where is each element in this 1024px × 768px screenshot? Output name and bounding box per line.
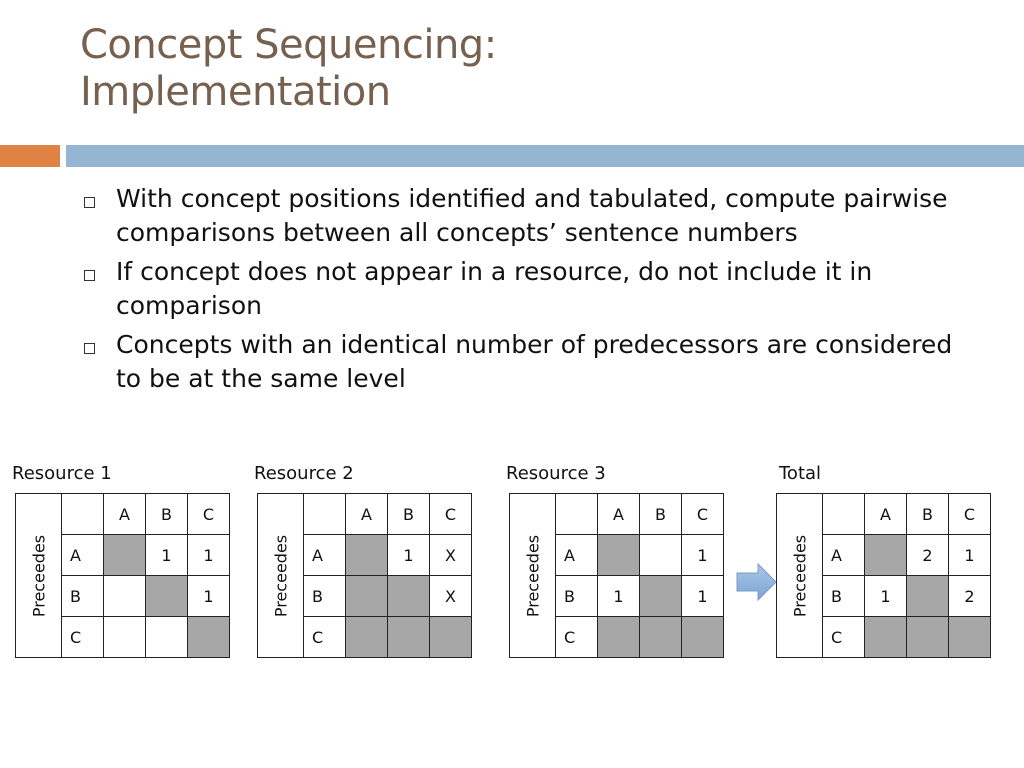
- matrix-cell: [639, 534, 682, 576]
- matrix-cell: [597, 616, 640, 658]
- accent-bar-orange: [0, 145, 60, 167]
- right-arrow-icon: [736, 562, 777, 602]
- slide-title: Concept Sequencing: Implementation: [80, 22, 497, 116]
- matrix-cell: [103, 575, 146, 617]
- matrix-cell: [103, 616, 146, 658]
- resource-2-matrix: Preceedes A B C A 1 X B X C: [257, 493, 472, 658]
- row-header: C: [555, 616, 598, 658]
- col-header: B: [145, 493, 188, 535]
- resource-3-matrix: Preceedes A B C A 1 B 1 1 C: [509, 493, 724, 658]
- col-header: A: [864, 493, 907, 535]
- accent-bar-blue: [66, 145, 1024, 167]
- matrix-cell: [906, 616, 949, 658]
- row-header: B: [61, 575, 104, 617]
- row-header: A: [555, 534, 598, 576]
- matrix-cell: X: [429, 575, 472, 617]
- corner-cell: [303, 493, 346, 535]
- resource-1-matrix: Preceedes A B C A 1 1 B 1 C: [15, 493, 230, 658]
- matrix-cell: [345, 575, 388, 617]
- matrix-cell: 2: [948, 575, 991, 617]
- row-header: B: [822, 575, 865, 617]
- title-line-1: Concept Sequencing:: [80, 22, 497, 68]
- matrix-cell: [639, 575, 682, 617]
- col-header: A: [597, 493, 640, 535]
- matrix-cell: [681, 616, 724, 658]
- corner-cell: [61, 493, 104, 535]
- bullet-item: Concepts with an identical number of pre…: [78, 328, 978, 396]
- resource-1-label: Resource 1: [12, 463, 112, 484]
- col-header: B: [387, 493, 430, 535]
- matrix-cell: [103, 534, 146, 576]
- bullet-text: With concept positions identified and ta…: [116, 184, 948, 247]
- total-label: Total: [779, 463, 822, 484]
- matrix-cell: [639, 616, 682, 658]
- matrix-cell: [597, 534, 640, 576]
- row-header: A: [61, 534, 104, 576]
- matrix-cell: [948, 616, 991, 658]
- matrix-cell: [145, 616, 188, 658]
- preceedes-label: Preceedes: [523, 534, 542, 617]
- matrix-cell: [345, 616, 388, 658]
- bullet-item: If concept does not appear in a resource…: [78, 255, 978, 323]
- matrix-cell: [429, 616, 472, 658]
- preceedes-axis-cell: Preceedes: [257, 493, 304, 658]
- preceedes-label: Preceedes: [790, 534, 809, 617]
- col-header: C: [948, 493, 991, 535]
- resource-2-label: Resource 2: [254, 463, 354, 484]
- matrix-cell: 2: [906, 534, 949, 576]
- row-header: A: [303, 534, 346, 576]
- row-header: B: [555, 575, 598, 617]
- row-header: C: [303, 616, 346, 658]
- matrix-cell: [145, 575, 188, 617]
- bullet-item: With concept positions identified and ta…: [78, 182, 978, 250]
- matrix-cell: 1: [948, 534, 991, 576]
- matrix-cell: [345, 534, 388, 576]
- row-header: A: [822, 534, 865, 576]
- row-header: B: [303, 575, 346, 617]
- col-header: A: [103, 493, 146, 535]
- col-header: B: [906, 493, 949, 535]
- corner-cell: [822, 493, 865, 535]
- matrix-cell: 1: [864, 575, 907, 617]
- matrix-cell: 1: [597, 575, 640, 617]
- matrix-cell: X: [429, 534, 472, 576]
- matrix-cell: [387, 575, 430, 617]
- square-bullet-icon: [84, 270, 95, 281]
- matrix-cell: [387, 616, 430, 658]
- col-header: C: [187, 493, 230, 535]
- col-header: C: [681, 493, 724, 535]
- matrix-cell: 1: [387, 534, 430, 576]
- square-bullet-icon: [84, 343, 95, 354]
- matrix-cell: [864, 534, 907, 576]
- row-header: C: [822, 616, 865, 658]
- title-line-2: Implementation: [80, 69, 391, 115]
- matrix-cell: 1: [187, 575, 230, 617]
- preceedes-axis-cell: Preceedes: [776, 493, 823, 658]
- bullet-text: Concepts with an identical number of pre…: [116, 330, 953, 393]
- matrix-cell: [864, 616, 907, 658]
- corner-cell: [555, 493, 598, 535]
- matrix-cell: 1: [681, 534, 724, 576]
- matrix-cell: 1: [187, 534, 230, 576]
- matrix-cell: 1: [145, 534, 188, 576]
- preceedes-label: Preceedes: [29, 534, 48, 617]
- col-header: B: [639, 493, 682, 535]
- preceedes-axis-cell: Preceedes: [15, 493, 62, 658]
- preceedes-label: Preceedes: [271, 534, 290, 617]
- total-matrix: Preceedes A B C A 2 1 B 1 2 C: [776, 493, 991, 658]
- preceedes-axis-cell: Preceedes: [509, 493, 556, 658]
- bullet-list: With concept positions identified and ta…: [78, 182, 978, 401]
- matrix-cell: [906, 575, 949, 617]
- resource-3-label: Resource 3: [506, 463, 606, 484]
- col-header: C: [429, 493, 472, 535]
- bullet-text: If concept does not appear in a resource…: [116, 257, 873, 320]
- matrix-cell: 1: [681, 575, 724, 617]
- square-bullet-icon: [84, 197, 95, 208]
- matrix-cell: [187, 616, 230, 658]
- row-header: C: [61, 616, 104, 658]
- col-header: A: [345, 493, 388, 535]
